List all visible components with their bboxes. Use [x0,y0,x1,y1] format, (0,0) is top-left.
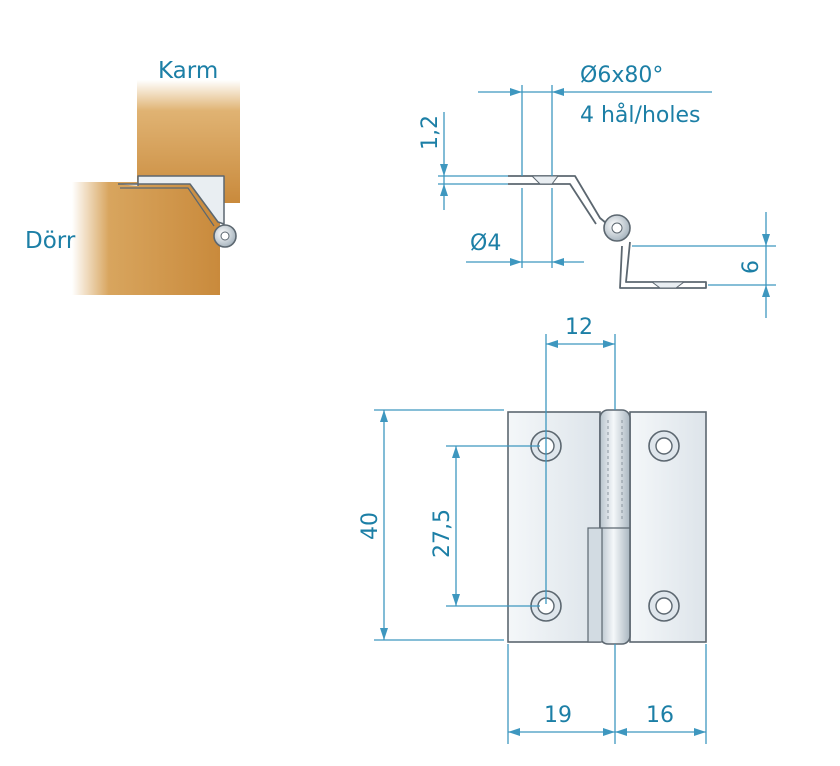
offset-label: 6 [739,260,764,274]
hole-spacing-label: 27,5 [430,509,455,558]
width-arrow-left [508,728,520,736]
hinge-leaf-profile [118,175,225,225]
offset-arrow-bottom [762,285,770,297]
frame-label: Karm [158,58,218,84]
left-leaf-width-label: 19 [544,703,572,728]
front-view: 12 40 27,5 19 16 [358,315,707,744]
pin-width-label: 12 [565,315,593,340]
hinge-pin [220,231,230,241]
thickness-label: 1,2 [418,115,443,150]
hole-bottom-left [530,590,562,622]
hole-spec-label: Ø6x80° [580,63,663,88]
right-leaf-width-label: 16 [646,703,674,728]
hole-count-label: 4 hål/holes [580,102,700,128]
profile-countersink-top [530,175,559,185]
offset-arrow-top [762,234,770,246]
width-arrow-right [694,728,706,736]
hinge-knuckle-front [599,409,631,645]
side-profile-view: Ø6x80° 4 hål/holes 1,2 Ø4 6 [418,63,776,318]
knuckle-lower-shade [587,527,603,643]
height-label: 40 [358,512,383,540]
door-wood [72,182,220,295]
thickness-arrow-top [440,164,448,176]
installation-view: Karm Dörr [25,58,240,295]
pin-width-arrow-right [603,340,615,348]
thickness-arrow-bottom [440,184,448,196]
width-arrow-mid-right [615,728,627,736]
door-label: Dörr [25,228,76,254]
height-arrow-top [380,410,388,422]
pin-diam-arrow-left [510,258,522,266]
spacing-arrow-top [452,446,460,458]
hole-top-right [648,430,680,462]
pin-width-arrow-left [546,340,558,348]
hole-bottom-right [648,590,680,622]
profile-countersink-bottom [650,281,686,289]
pin-diameter-label: Ø4 [470,231,501,256]
hinge-leaf-inner-line [120,187,215,227]
profile-pin [611,222,623,234]
width-arrow-mid-left [603,728,615,736]
height-arrow-bottom [380,628,388,640]
spacing-arrow-bottom [452,594,460,606]
hole-spec-arrow-right [552,88,564,96]
pin-diam-arrow-right [552,258,564,266]
hole-spec-arrow-left [510,88,522,96]
